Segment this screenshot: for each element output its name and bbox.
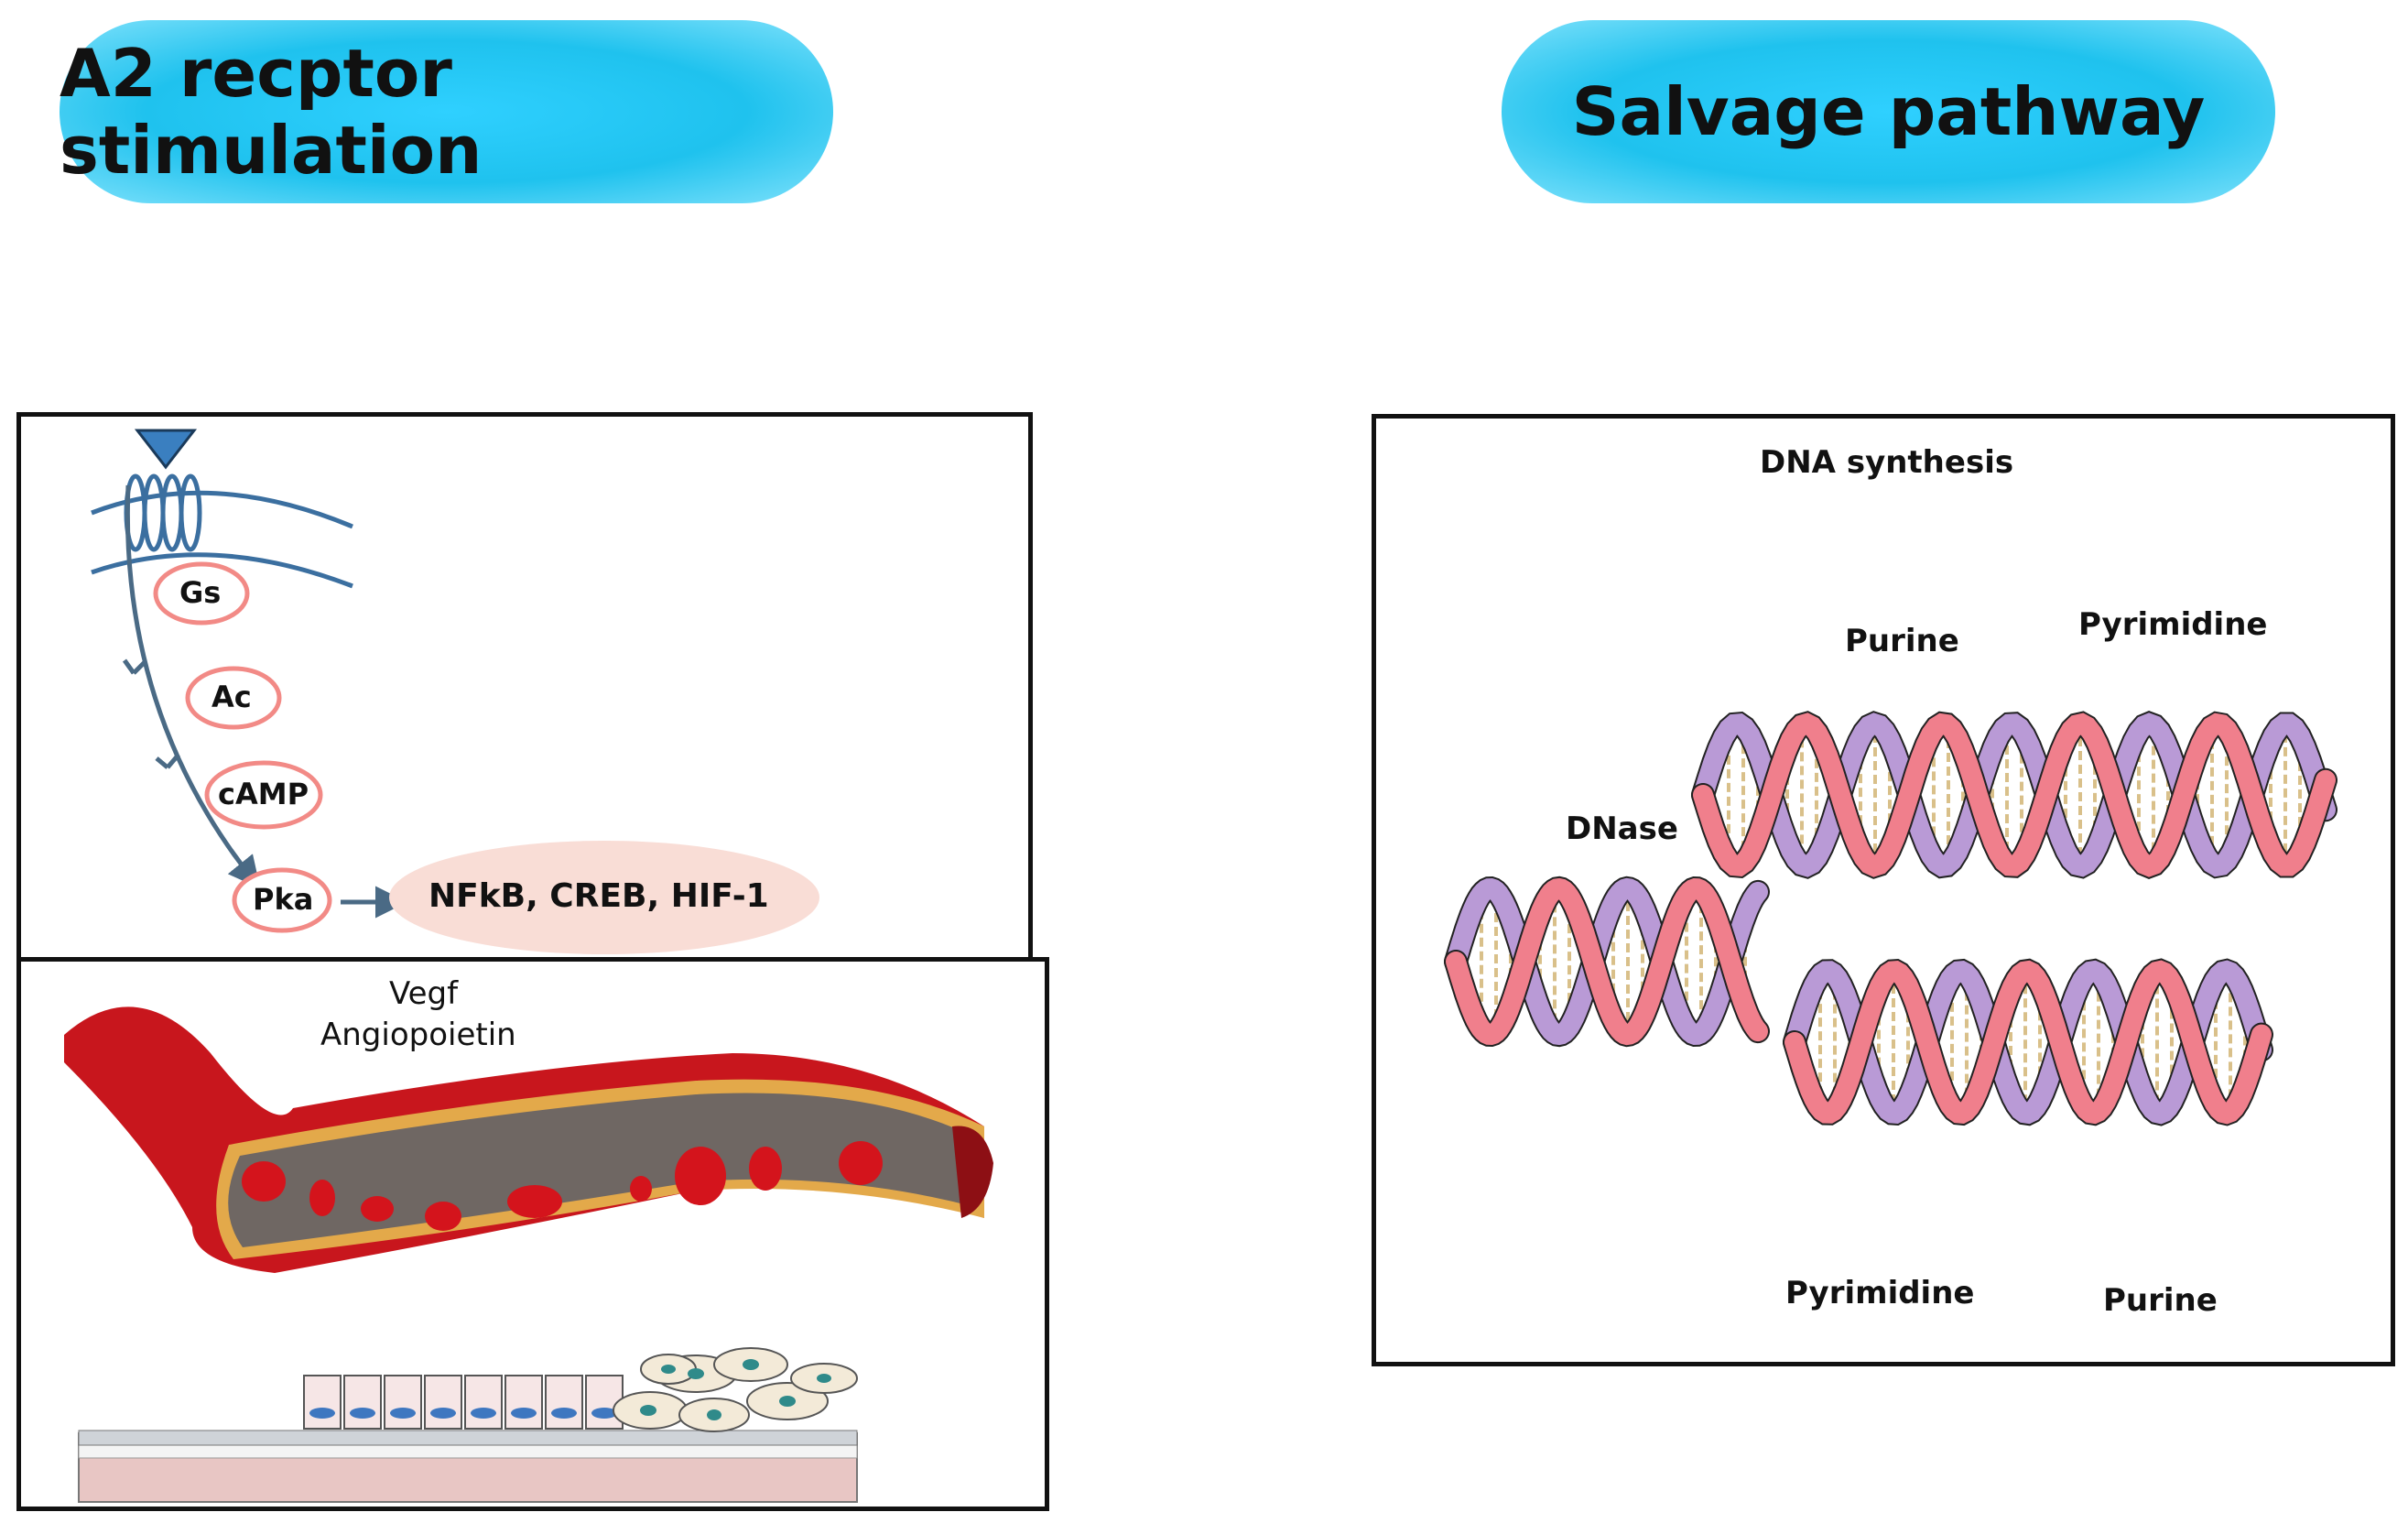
a2-receptor-title: A2 recptor stimulation <box>60 35 483 189</box>
pathway-arrow-tick <box>155 753 180 769</box>
salvage-pathway-header: Salvage pathway <box>1502 20 2275 203</box>
pyrimidine-bottom-label: Pyrimidine <box>1785 1275 1975 1311</box>
camp-label: cAMP <box>218 777 309 811</box>
dna-backbone-purple <box>1784 960 2272 1125</box>
blood-vessel-icon <box>64 1006 993 1273</box>
angiogenesis-panel <box>16 957 1049 1511</box>
dna-backbone-pink <box>1784 960 2272 1125</box>
gs-label: Gs <box>179 575 222 610</box>
dna-backbone-pink <box>1693 713 2336 877</box>
dna-backbone-purple <box>1693 713 2336 877</box>
pka-node <box>232 867 332 933</box>
salvage-pathway-title: Salvage pathway <box>1571 73 2206 150</box>
dna-strand-lower <box>1783 958 2273 1126</box>
pyrimidine-top-label: Pyrimidine <box>2078 606 2268 643</box>
purine-bottom-label: Purine <box>2103 1282 2218 1319</box>
ac-label: Ac <box>212 680 252 714</box>
angiopoietin-label: Angiopoietin <box>320 1017 516 1053</box>
pathway-arrow-tick <box>122 658 146 675</box>
a2-receptor-header: A2 recptor stimulation <box>60 20 833 203</box>
endothelial-cells-icon <box>78 1347 858 1503</box>
vegf-label: Vegf <box>389 975 459 1012</box>
dna-backbone-pink <box>1446 877 1768 1046</box>
targets-label: NFkB, CREB, HIF-1 <box>428 877 769 915</box>
ligand-triangle-icon <box>134 429 198 470</box>
camp-node <box>204 760 323 830</box>
dna-synthesis-label: DNA synthesis <box>1760 444 2014 481</box>
dna-strand-upper <box>1691 711 2337 879</box>
purine-top-label: Purine <box>1845 623 1959 659</box>
dna-strand-parent <box>1444 876 1770 1048</box>
dna-backbone-purple <box>1446 877 1768 1046</box>
membrane-receptor-icon <box>91 473 353 589</box>
dna-synthesis-panel <box>1372 414 2395 1366</box>
pka-label: Pka <box>253 882 314 917</box>
dnase-label: DNase <box>1566 810 1678 847</box>
targets-background <box>389 841 819 954</box>
gs-node <box>153 561 250 626</box>
pathway-arrow <box>125 484 261 889</box>
ac-node <box>185 666 282 730</box>
node-ovals <box>153 561 332 933</box>
